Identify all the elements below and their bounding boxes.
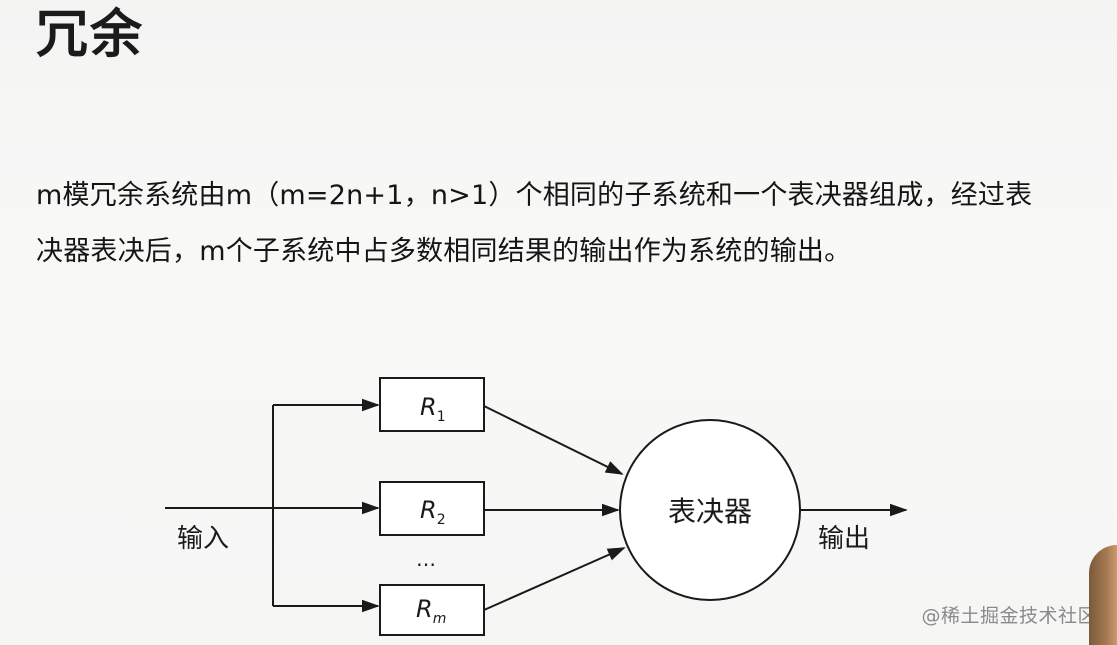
paragraph-line-1: m模冗余系统由m（m=2n+1，n>1）个相同的子系统和一个表决器组成，经过表	[36, 180, 1033, 211]
module-ellipsis: …	[416, 547, 436, 571]
presenter-edge	[1089, 545, 1117, 645]
module-box-r2	[379, 481, 485, 536]
output-label: 输出	[818, 524, 870, 554]
module-r1-sub: 1	[437, 409, 446, 425]
description-paragraph: m模冗余系统由m（m=2n+1，n>1）个相同的子系统和一个表决器组成，经过表 …	[36, 168, 1106, 280]
arrow-r1-to-voter	[483, 405, 624, 475]
module-r1-base: R	[420, 393, 437, 421]
page-title: 冗余	[36, 5, 145, 65]
arrow-rm-to-voter	[483, 547, 626, 611]
paragraph-line-2: 决器表决后，m个子系统中占多数相同结果的输出作为系统的输出。	[36, 236, 852, 267]
input-label: 输入	[177, 524, 229, 554]
module-rm-sub: m	[433, 611, 447, 627]
module-label-r1: R1	[420, 393, 446, 425]
module-box-r1	[379, 377, 485, 432]
module-r2-sub: 2	[437, 512, 446, 528]
module-rm-base: R	[416, 595, 433, 623]
watermark: @稀土掘金技术社区	[921, 605, 1097, 627]
voter-label: 表决器	[668, 495, 752, 528]
module-label-r2: R2	[420, 496, 446, 528]
module-label-rm: Rm	[416, 595, 446, 627]
module-r2-base: R	[420, 496, 437, 524]
